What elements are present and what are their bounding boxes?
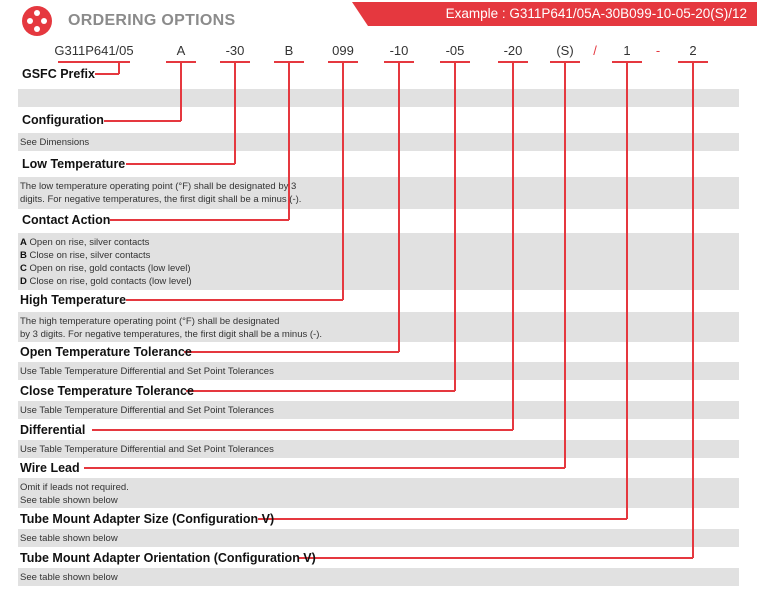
connector-line [288, 62, 290, 220]
description-band [18, 440, 739, 458]
code-prefix: G311P641/05 [54, 43, 134, 58]
connector-line [298, 557, 693, 559]
connector-line [454, 62, 456, 391]
description-band [18, 312, 739, 342]
connector-line [126, 299, 343, 301]
description-text: Omit if leads not required. [20, 482, 129, 493]
underline [58, 61, 130, 63]
code-low-temperature: -30 [225, 43, 245, 58]
code-adapter-size: 1 [623, 43, 631, 58]
contact-option-key: B [20, 250, 27, 261]
description-text: See table shown below [20, 572, 118, 583]
underline [498, 61, 528, 63]
connector-line [234, 62, 236, 164]
section-label-wire-lead: Wire Lead [20, 461, 80, 475]
code-separator: / [593, 43, 597, 58]
underline [550, 61, 580, 63]
description-band [18, 233, 739, 290]
code-contact-action: B [284, 43, 294, 58]
section-label-differential: Differential [20, 423, 86, 437]
section-label-close-temperature-tolerance: Close Temperature Tolerance [20, 384, 194, 398]
connector-line [126, 163, 235, 165]
connector-line [564, 62, 566, 468]
section-label-configuration: Configuration [22, 113, 104, 127]
contact-option-key: D [20, 276, 27, 287]
connector-line [180, 62, 182, 121]
contact-option-key: C [20, 263, 27, 274]
code-close-tolerance: -05 [445, 43, 465, 58]
description-band [18, 362, 739, 380]
page-title: ORDERING OPTIONS [68, 12, 236, 29]
description-text: Use Table Temperature Differential and S… [20, 405, 274, 416]
underline [440, 61, 470, 63]
description-text: See Dimensions [20, 137, 90, 148]
connector-line [118, 62, 120, 74]
contact-option-item: C Open on rise, gold contacts (low level… [20, 262, 191, 275]
company-logo [22, 6, 52, 36]
section-label-tube-mount-adapter-size: Tube Mount Adapter Size (Configuration V… [20, 512, 275, 526]
connector-line [342, 62, 344, 300]
underline [384, 61, 414, 63]
description-band [18, 568, 739, 586]
section-label-open-temperature-tolerance: Open Temperature Tolerance [20, 345, 192, 359]
section-label-tube-mount-adapter-orientation: Tube Mount Adapter Orientation (Configur… [20, 551, 316, 565]
contact-option-text: Open on rise, gold contacts (low level) [29, 263, 191, 274]
description-band [18, 89, 739, 107]
section-label-contact-action: Contact Action [22, 213, 111, 227]
section-label-gsfc-prefix: GSFC Prefix [22, 67, 95, 81]
code-high-temperature: 099 [332, 43, 354, 58]
contact-option-item: B Close on rise, silver contacts [20, 249, 150, 262]
contact-option-text: Open on rise, silver contacts [29, 237, 150, 248]
description-band [18, 401, 739, 419]
underline [612, 61, 642, 63]
underline [328, 61, 358, 63]
section-label-high-temperature: High Temperature [20, 293, 127, 307]
description-text: The low temperature operating point (°F)… [20, 181, 297, 192]
description-band [18, 177, 739, 209]
connector-line [92, 429, 513, 431]
description-text: Use Table Temperature Differential and S… [20, 444, 274, 455]
underline [220, 61, 250, 63]
contact-option-item: D Close on rise, gold contacts (low leve… [20, 275, 192, 288]
description-text: See table shown below [20, 495, 118, 506]
connector-line [398, 62, 400, 352]
description-text: The high temperature operating point (°F… [20, 316, 280, 327]
description-band [18, 478, 739, 508]
description-text: digits. For negative temperatures, the f… [20, 194, 302, 205]
code-wire-lead: (S) [556, 43, 574, 58]
description-band [18, 133, 739, 151]
section-label-low-temperature: Low Temperature [22, 157, 126, 171]
connector-line [626, 62, 628, 519]
underline [678, 61, 708, 63]
underline [166, 61, 196, 63]
contact-option-text: Close on rise, silver contacts [29, 250, 151, 261]
contact-option-key: A [20, 237, 27, 248]
code-open-tolerance: -10 [389, 43, 409, 58]
description-band [18, 529, 739, 547]
connector-line [84, 467, 565, 469]
connector-line [258, 518, 627, 520]
code-differential: -20 [503, 43, 523, 58]
contact-option-text: Close on rise, gold contacts (low level) [29, 276, 192, 287]
connector-line [186, 390, 455, 392]
connector-line [104, 120, 181, 122]
underline [274, 61, 304, 63]
connector-line [110, 219, 289, 221]
connector-line [184, 351, 399, 353]
description-text: See table shown below [20, 533, 118, 544]
connector-line [692, 62, 694, 558]
contact-option-item: A Open on rise, silver contacts [20, 236, 149, 249]
code-separator: - [655, 43, 661, 58]
description-text: Use Table Temperature Differential and S… [20, 366, 274, 377]
code-configuration: A [176, 43, 186, 58]
connector-line [95, 73, 119, 75]
example-banner: Example : G311P641/05A-30B099-10-05-20(S… [352, 2, 757, 26]
connector-line [512, 62, 514, 430]
code-adapter-orientation: 2 [689, 43, 697, 58]
description-text: by 3 digits. For negative temperatures, … [20, 329, 323, 340]
